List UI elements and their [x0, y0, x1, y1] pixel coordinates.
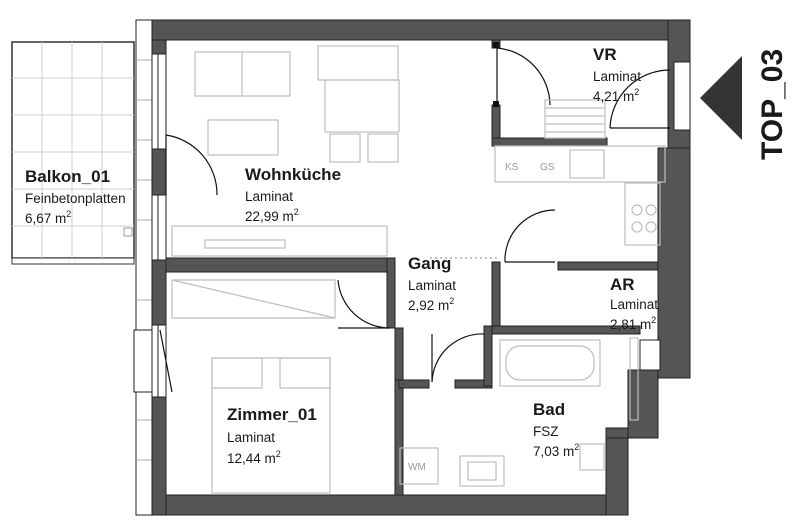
room-material: Laminat: [610, 297, 658, 312]
room-area: 6,67 m2: [25, 209, 71, 226]
room-material: Laminat: [245, 189, 293, 204]
room-ar: AR Laminat 2,81 m2: [610, 275, 658, 332]
room-material: Laminat: [227, 430, 275, 445]
balcony-area: [11, 41, 135, 265]
room-area: 2,92 m2: [408, 296, 454, 313]
room-name: Bad: [533, 400, 565, 419]
room-name: Gang: [408, 254, 451, 273]
room-area: 2,81 m2: [610, 315, 656, 332]
room-name: Zimmer_01: [227, 405, 317, 424]
furniture: [171, 45, 666, 494]
entrance-arrow-icon: [700, 56, 742, 140]
room-material: Feinbetonplatten: [25, 191, 126, 206]
room-area: 7,03 m2: [533, 442, 579, 459]
walls: [135, 19, 691, 516]
room-material: Laminat: [408, 278, 456, 293]
windows: [133, 53, 691, 398]
room-gang: Gang Laminat 2,92 m2: [408, 254, 456, 313]
room-name: VR: [593, 45, 617, 64]
room-name: Balkon_01: [25, 167, 110, 186]
room-material: Laminat: [593, 69, 641, 84]
room-area: 22,99 m2: [245, 207, 299, 224]
room-vr: VR Laminat 4,21 m2: [593, 45, 641, 104]
dishwasher-label: GS: [540, 162, 555, 173]
room-area: 4,21 m2: [593, 87, 639, 104]
room-wohnkueche: Wohnküche Laminat 22,99 m2: [245, 165, 341, 224]
doors: [159, 42, 671, 393]
room-area: 12,44 m2: [227, 449, 281, 466]
room-zimmer: Zimmer_01 Laminat 12,44 m2: [227, 405, 317, 466]
room-bad: Bad FSZ 7,03 m2: [533, 400, 579, 459]
room-material: FSZ: [533, 424, 559, 439]
washing-machine-label: WM: [408, 462, 426, 473]
fridge-label: KS: [505, 162, 519, 173]
room-name: Wohnküche: [245, 165, 341, 184]
room-balkon: Balkon_01 Feinbetonplatten 6,67 m2: [25, 167, 126, 226]
unit-label: TOP_03: [756, 49, 789, 160]
room-name: AR: [610, 275, 635, 294]
